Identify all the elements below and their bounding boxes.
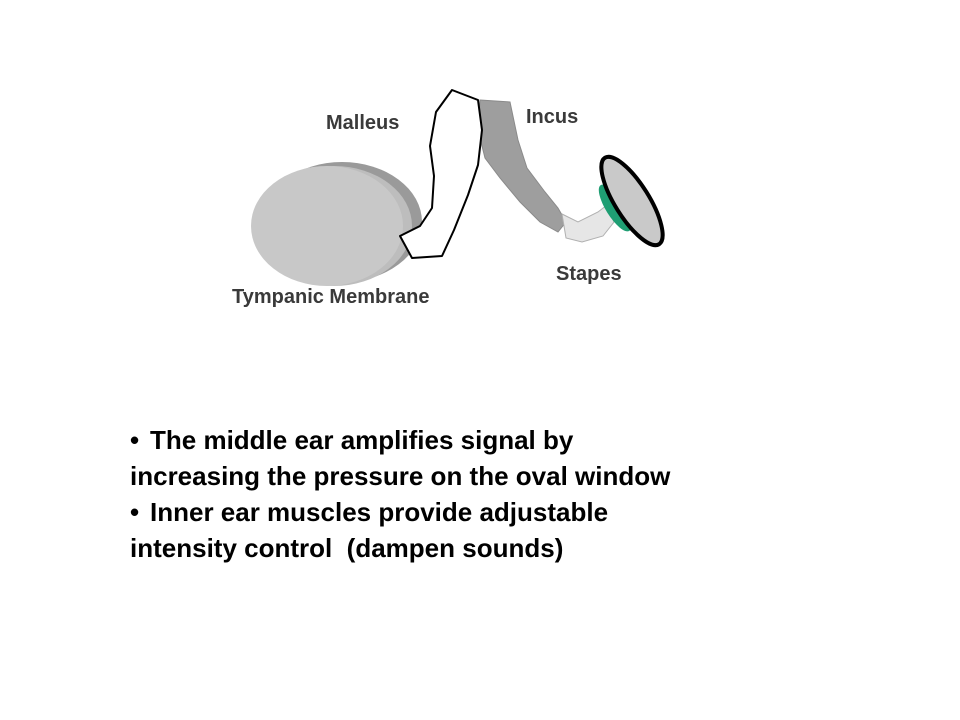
bullet-list: • The middle ear amplifies signal by incr… [130,422,830,566]
incus-label: Incus [526,106,579,128]
tympanic-membrane-label: Tympanic Membrane [232,286,430,308]
bullet-marker: • [130,425,140,455]
malleus-shape [399,89,483,259]
stapes-shape [561,204,615,243]
bullet-text-line: intensity control (dampen sounds) [130,533,564,563]
bullet-marker: • [130,497,140,527]
incus-shape [477,99,567,233]
bullet-item: • The middle ear amplifies signal by [130,422,830,458]
bullet-item: • Inner ear muscles provide adjustable [130,494,830,530]
stapes-label: Stapes [556,263,622,285]
tympanic-membrane-shape [251,162,422,286]
oval-window-shape [599,154,665,248]
bullet-text-line: The middle ear amplifies signal by [150,425,574,455]
bullet-continuation: increasing the pressure on the oval wind… [130,458,830,494]
bullet-text-line: increasing the pressure on the oval wind… [130,461,671,491]
bullet-text-line: Inner ear muscles provide adjustable [150,497,609,527]
bullet-continuation: intensity control (dampen sounds) [130,530,830,566]
malleus-label: Malleus [326,112,400,134]
